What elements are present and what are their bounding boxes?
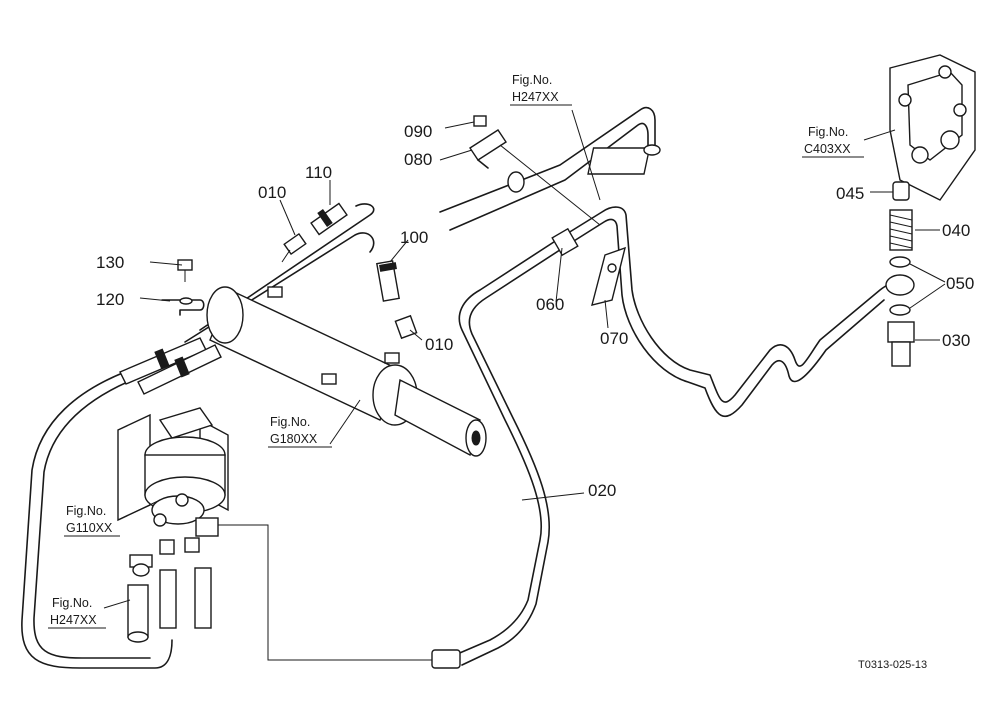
plate-070: [591, 246, 626, 306]
bolt-030: [887, 321, 915, 367]
bracket-080: [469, 129, 507, 169]
bolt-090: [473, 115, 487, 127]
fig-ref-h247-top-code: H247XX: [512, 90, 559, 104]
fig-ref-h247-bottom-code: H247XX: [50, 613, 97, 627]
fig-ref-g110-label: Fig.No.: [66, 504, 106, 518]
fitting-010-upper: [281, 232, 307, 263]
fig-ref-c403-code: C403XX: [804, 142, 851, 156]
fitting-100: [376, 260, 400, 302]
pipe-upper: [199, 203, 375, 331]
cap-045: [892, 181, 910, 201]
callout-060: 060: [536, 295, 564, 314]
callout-100: 100: [400, 228, 428, 247]
callout-045: 045: [836, 184, 864, 203]
fig-ref-g110-code: G110XX: [66, 521, 113, 535]
control-valve: [889, 54, 976, 201]
clamp-060: [499, 144, 601, 257]
callout-070: 070: [600, 329, 628, 348]
callout-010-upper: 010: [258, 183, 286, 202]
callout-050: 050: [946, 274, 974, 293]
fitting-010-lower: [394, 314, 418, 340]
fig-ref-g180-label: Fig.No.: [270, 415, 310, 429]
leader-lines: [103, 109, 946, 609]
drawing-code: T0313-025-13: [858, 659, 927, 671]
hydraulic-cylinder: [206, 286, 487, 457]
callout-020: 020: [588, 481, 616, 500]
callout-110: 110: [305, 163, 332, 182]
fig-ref-h247-bottom-label: Fig.No.: [52, 596, 92, 610]
callout-010-lower: 010: [425, 335, 453, 354]
hose-fittings: [119, 337, 222, 395]
spring-040: [889, 209, 913, 251]
fig-ref-h247-top-label: Fig.No.: [512, 73, 552, 87]
pipe-h247-upper-2: [449, 122, 649, 231]
callout-040: 040: [942, 221, 970, 240]
thin-return-line: [198, 524, 440, 661]
bolt-130: [177, 259, 193, 282]
pipe-020-inner: [461, 218, 885, 666]
pipe-upper-2: [184, 232, 375, 343]
return-pipe-inner: [33, 379, 151, 659]
fitting-110: [310, 202, 348, 236]
pipe-020: [454, 206, 906, 656]
mounting-plate: [587, 147, 651, 175]
callout-120: 120: [96, 290, 124, 309]
fig-ref-g180-code: G180XX: [270, 432, 318, 446]
callout-080: 080: [404, 150, 432, 169]
pump-assembly: [117, 407, 229, 643]
fig-ref-c403-label: Fig.No.: [808, 125, 848, 139]
washer-050: [885, 256, 915, 316]
callout-030: 030: [942, 331, 970, 350]
clip-120: [161, 297, 205, 316]
return-pipe: [21, 371, 173, 669]
callout-090: 090: [404, 122, 432, 141]
pipe-h247-upper: [439, 106, 656, 213]
callout-130: 130: [96, 253, 124, 272]
